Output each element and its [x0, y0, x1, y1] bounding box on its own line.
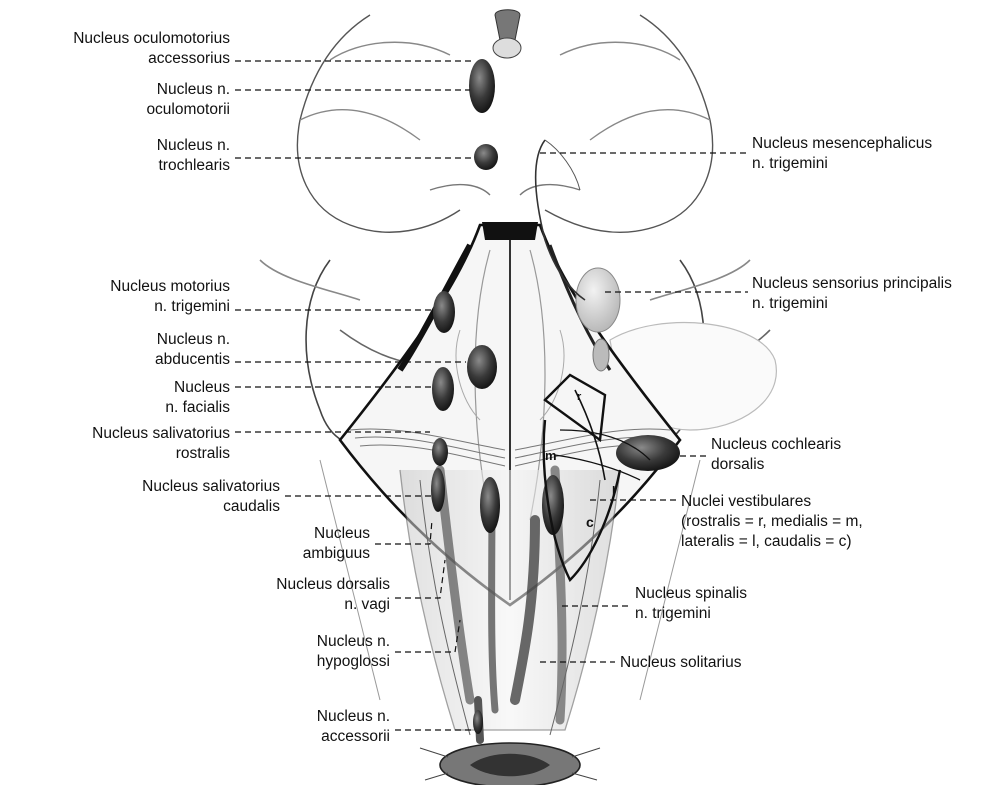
trochlearis-nucleus: [474, 144, 498, 170]
salivatorius-nucleus: [432, 438, 448, 466]
label-solitarius: Nucleus solitarius: [620, 653, 741, 673]
abducentis-nucleus: [467, 345, 497, 389]
sensorius-principalis-nucleus: [576, 268, 620, 332]
vestibular-letter-r: r: [577, 391, 582, 403]
motorius-trigemini-nucleus: [433, 291, 455, 333]
accessorii-nucleus: [473, 710, 483, 734]
pineal-region: [493, 10, 521, 58]
vestibular-letter-m: m: [545, 448, 557, 463]
vestibular-letter-c: c: [586, 514, 594, 530]
vestibular-letter-l: l: [612, 484, 615, 498]
label-accessorii: Nucleus n.accessorii: [317, 707, 390, 747]
cochlearis-dorsalis-nucleus: [616, 435, 680, 471]
oculomotorii-nucleus: [469, 59, 495, 113]
ambiguus-nucleus: [431, 468, 445, 512]
dorsalis-vagi-nucleus: [480, 477, 500, 533]
label-vestibulares: Nuclei vestibulares(rostralis = r, media…: [681, 492, 863, 552]
label-abducentis: Nucleus n.abducentis: [155, 330, 230, 370]
facialis-nucleus: [432, 367, 454, 411]
label-hypoglossi: Nucleus n.hypoglossi: [317, 632, 390, 672]
label-oculomotorii: Nucleus n.oculomotorii: [146, 80, 230, 120]
label-trochlearis: Nucleus n.trochlearis: [157, 136, 230, 176]
